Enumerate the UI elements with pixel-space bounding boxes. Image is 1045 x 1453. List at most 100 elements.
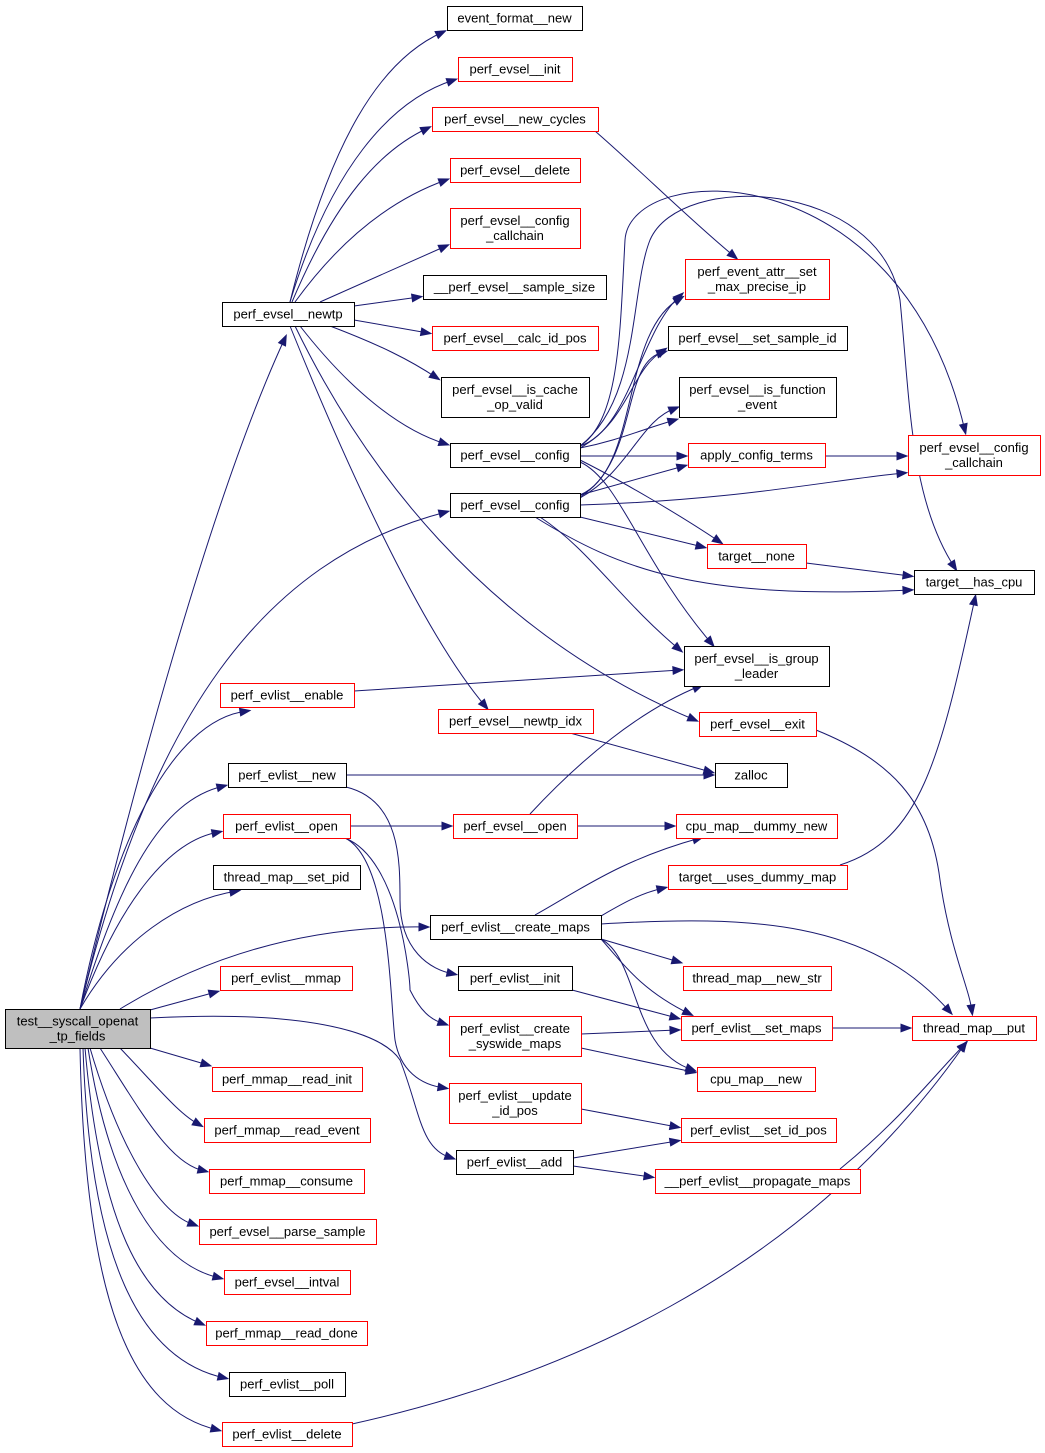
node-config-callchain-1[interactable]: perf_evsel__config_callchain [450, 208, 581, 249]
node-evlist-mmap[interactable]: perf_evlist__mmap [220, 966, 353, 991]
arrowhead [211, 1271, 225, 1281]
node-box [679, 377, 837, 418]
node-box [423, 275, 607, 300]
node-evlist-new[interactable]: perf_evlist__new [228, 763, 347, 788]
arrowhead [681, 1006, 694, 1016]
node-set-sample-id[interactable]: perf_evsel__set_sample_id [668, 326, 848, 351]
node-evlist-delete[interactable]: perf_evlist__delete [222, 1422, 353, 1447]
node-label: perf_evlist__update [458, 1088, 571, 1103]
node-box [220, 683, 355, 708]
node-label: perf_evsel__config [460, 498, 569, 513]
node-label: perf_evlist__mmap [231, 971, 341, 986]
node-new-cycles[interactable]: perf_evsel__new_cycles [432, 107, 599, 132]
node-calc-id-pos[interactable]: perf_evsel__calc_id_pos [432, 326, 599, 351]
edge-config_2-to-is_function_event [579, 406, 681, 499]
node-label: perf_evsel__delete [460, 163, 570, 178]
node-uses-dummy-map[interactable]: target__uses_dummy_map [668, 865, 848, 890]
edge-test-to-evlist_add [149, 1015, 457, 1160]
node-box [458, 57, 573, 82]
node-box [449, 1083, 582, 1124]
node-set-max-precise-ip[interactable]: perf_event_attr__set_max_precise_ip [685, 259, 830, 300]
node-config-callchain-2[interactable]: perf_evsel__config_callchain [908, 435, 1041, 476]
arrowhead [477, 698, 489, 711]
node-mmap-read-done[interactable]: perf_mmap__read_done [206, 1321, 368, 1346]
edge-newtp-to-config_1 [299, 325, 451, 446]
node-evlist-poll[interactable]: perf_evlist__poll [229, 1372, 346, 1397]
node-is-function-event[interactable]: perf_evsel__is_function_event [679, 377, 837, 418]
node-event-format-new[interactable]: event_format__new [447, 6, 583, 31]
node-box [699, 712, 817, 737]
node-evsel-open[interactable]: perf_evsel__open [453, 814, 578, 839]
node-thread-map-new-str[interactable]: thread_map__new_str [683, 966, 832, 991]
node-set-maps[interactable]: perf_evlist__set_maps [681, 1016, 833, 1041]
edge-evsel_open-to-cpu_map_dummy_new [577, 821, 677, 831]
arrowhead [238, 707, 252, 717]
node-intval[interactable]: perf_evsel__intval [224, 1270, 351, 1295]
edge-evsel_exit-to-thread_map_put [815, 729, 976, 1017]
arrowhead [666, 417, 680, 427]
node-cpu-map-dummy-new[interactable]: cpu_map__dummy_new [676, 814, 838, 839]
node-newtp-idx[interactable]: perf_evsel__newtp_idx [438, 709, 594, 734]
node-set-id-pos[interactable]: perf_evlist__set_id_pos [681, 1118, 837, 1143]
edge-test-to-evlist_delete [79, 1047, 223, 1433]
node-box [220, 966, 353, 991]
node-label: _event [737, 397, 777, 412]
node-label: thread_map__put [923, 1021, 1025, 1036]
node-propagate-maps[interactable]: __perf_evlist__propagate_maps [655, 1169, 861, 1194]
node-mmap-read-init[interactable]: perf_mmap__read_init [212, 1067, 363, 1092]
node-zalloc[interactable]: zalloc [715, 763, 788, 788]
node-evlist-enable[interactable]: perf_evlist__enable [220, 683, 355, 708]
edge-evlist_delete-to-thread_map_put [351, 1040, 968, 1425]
arrowhead [686, 712, 700, 722]
node-is-group-leader[interactable]: perf_evsel__is_group_leader [684, 646, 830, 687]
node-evsel-delete[interactable]: perf_evsel__delete [450, 158, 581, 183]
node-test[interactable]: test__syscall_openat_tp_fields [5, 1009, 151, 1049]
arrowhead [684, 1066, 698, 1075]
arrowhead [436, 1017, 450, 1026]
arrowhead [667, 406, 681, 416]
node-newtp[interactable]: perf_evsel__newtp [222, 302, 355, 327]
node-label: thread_map__set_pid [224, 870, 350, 885]
node-evlist-init[interactable]: perf_evlist__init [458, 966, 573, 991]
node-evsel-exit[interactable]: perf_evsel__exit [699, 712, 817, 737]
edge-test-to-intval [87, 1047, 225, 1281]
node-box [458, 966, 573, 991]
node-label: perf_evlist__poll [240, 1377, 334, 1392]
node-label: perf_evsel__open [463, 819, 566, 834]
node-evlist-open[interactable]: perf_evlist__open [223, 814, 351, 839]
node-box [450, 208, 581, 249]
node-update-id-pos[interactable]: perf_evlist__update_id_pos [449, 1083, 582, 1124]
node-target-none[interactable]: target__none [707, 544, 807, 569]
node-thread-map-set-pid[interactable]: thread_map__set_pid [213, 865, 361, 890]
node-mmap-consume[interactable]: perf_mmap__consume [209, 1169, 365, 1194]
edge-config_2-to-config_callchain_2 [579, 469, 909, 506]
node-label: perf_evlist__delete [232, 1427, 341, 1442]
arrowhead [711, 534, 724, 545]
node-label: _id_pos [491, 1103, 538, 1118]
edge-evlist_open-to-create_syswide_maps [344, 837, 450, 1026]
edge-newtp-to-new_cycles [291, 126, 432, 303]
node-cpu-map-new[interactable]: cpu_map__new [697, 1067, 816, 1092]
node-config-2[interactable]: perf_evsel__config [450, 493, 581, 518]
node-thread-map-put[interactable]: thread_map__put [912, 1016, 1037, 1041]
node-create-syswide-maps[interactable]: perf_evlist__create_syswide_maps [449, 1016, 582, 1057]
node-parse-sample[interactable]: perf_evsel__parse_sample [199, 1219, 377, 1245]
node-box [707, 544, 807, 569]
node-mmap-read-event[interactable]: perf_mmap__read_event [204, 1118, 371, 1143]
arrowhead [956, 1040, 968, 1053]
node-is-cache-op-valid[interactable]: perf_evsel__is_cache_op_valid [441, 377, 590, 418]
arrowhead [419, 327, 433, 337]
arrowhead [196, 1164, 210, 1174]
node-target-has-cpu[interactable]: target__has_cpu [914, 570, 1035, 595]
node-label: perf_mmap__read_event [214, 1123, 360, 1138]
node-apply-config-terms[interactable]: apply_config_terms [688, 443, 826, 468]
node-box [681, 1118, 837, 1143]
node-sample-size[interactable]: __perf_evsel__sample_size [423, 275, 607, 300]
node-evlist-add[interactable]: perf_evlist__add [456, 1150, 574, 1175]
node-config-1[interactable]: perf_evsel__config [450, 443, 581, 468]
node-evsel-init[interactable]: perf_evsel__init [458, 57, 573, 82]
node-create-maps[interactable]: perf_evlist__create_maps [430, 915, 602, 940]
arrowhead [671, 641, 684, 653]
arrowhead [675, 463, 689, 473]
node-box [199, 1219, 377, 1245]
